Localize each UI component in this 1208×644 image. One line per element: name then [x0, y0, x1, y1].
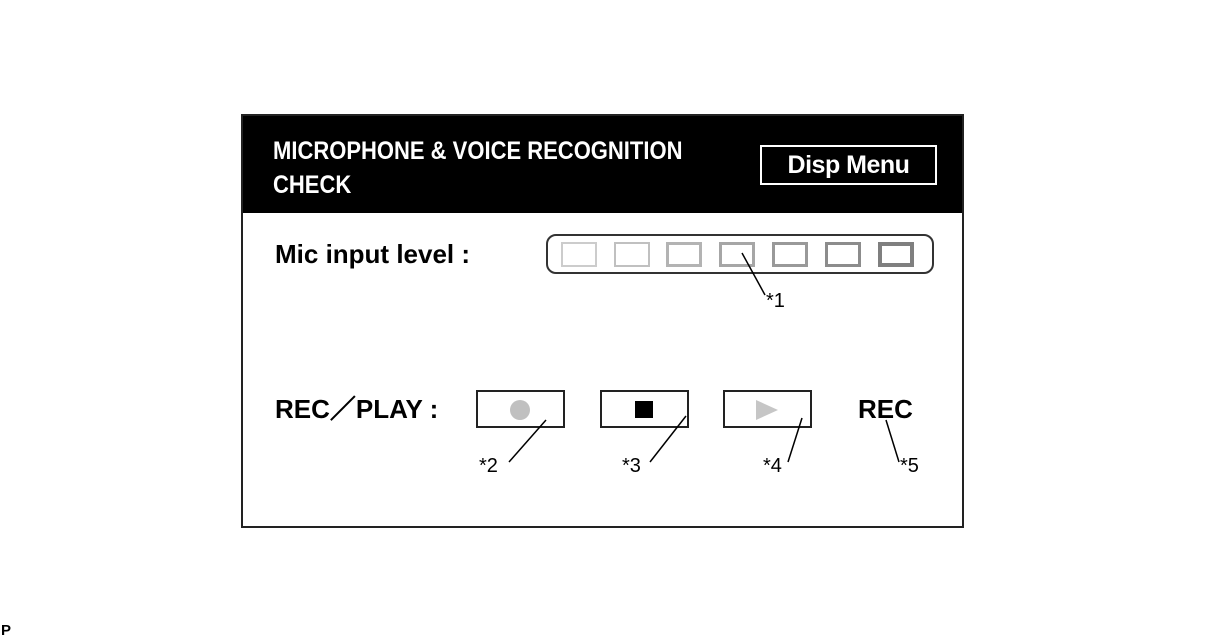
mic-input-level-meter [546, 234, 934, 274]
meter-cell [614, 242, 650, 267]
meter-cell [825, 242, 861, 267]
callout-1: *1 [766, 290, 785, 312]
rec-play-label: REC／PLAY : [275, 394, 439, 424]
stop-button[interactable] [600, 390, 689, 428]
corner-mark: P [1, 622, 12, 639]
screen-title-line-2: CHECK [273, 171, 352, 199]
play-icon [756, 400, 778, 420]
meter-cell [878, 242, 914, 267]
callout-4: *4 [763, 455, 782, 477]
screen-title: MICROPHONE & VOICE RECOGNITION CHECK [273, 134, 687, 202]
stop-icon [635, 401, 653, 418]
play-button[interactable] [723, 390, 812, 428]
meter-cell [719, 242, 755, 267]
mic-input-level-label: Mic input level : [275, 239, 471, 269]
callout-2: *2 [479, 455, 498, 477]
rec-status-indicator: REC [858, 394, 913, 424]
meter-cell [561, 242, 597, 267]
screen-title-line-1: MICROPHONE & VOICE RECOGNITION [273, 137, 683, 165]
meter-cell [666, 242, 702, 267]
record-icon [510, 400, 530, 420]
meter-cell [772, 242, 808, 267]
diagnostic-screen-panel: MICROPHONE & VOICE RECOGNITION CHECK Dis… [241, 114, 964, 528]
record-button[interactable] [476, 390, 565, 428]
callout-5: *5 [900, 455, 919, 477]
callout-3: *3 [622, 455, 641, 477]
screen-header: MICROPHONE & VOICE RECOGNITION CHECK Dis… [243, 116, 962, 213]
disp-menu-button[interactable]: Disp Menu [760, 145, 937, 185]
